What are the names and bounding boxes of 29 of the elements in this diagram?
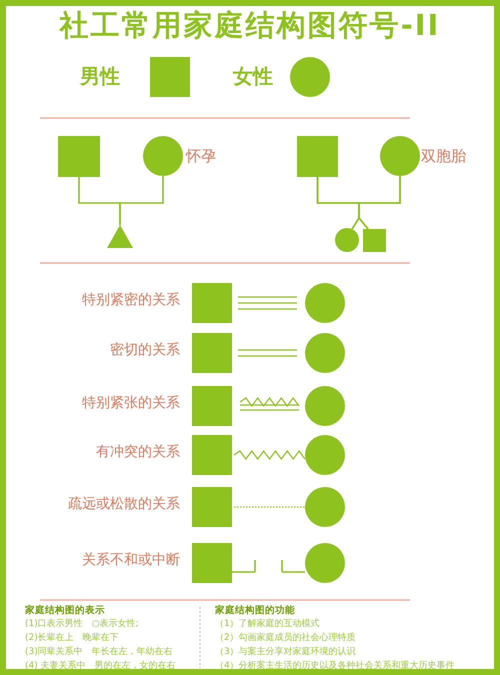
note-text: (2)长辈在上 晚辈在下 [25, 634, 119, 643]
symbol-label: 双胞胎 [421, 148, 466, 164]
family-line [119, 176, 164, 225]
symbol-label: 关系不和或中断 [82, 553, 180, 567]
zigzag-line [239, 396, 300, 411]
zigzag-line [234, 450, 306, 460]
symbol-label: 密切的关系 [110, 343, 180, 357]
note-text: （2）勾画家庭成员的社会心理特质 [215, 634, 356, 643]
symbol-label: 特别紧密的关系 [82, 293, 180, 307]
symbol-label: 男性 [80, 66, 120, 86]
section-heading: 家庭结构图的表示 [25, 606, 105, 616]
note-text: （4）分析案主生活的历史以及各种社会关系和重大历史事件 [215, 662, 455, 671]
triple-line [237, 296, 298, 310]
note-text: （1）了解家庭的互动模式 [215, 620, 320, 629]
broken-line [281, 559, 305, 573]
double-line [237, 349, 298, 357]
note-text: (1)口表示男性 ○表示女性; [25, 620, 139, 629]
note-text: (3)同辈关系中 年长在左，年幼在右 [25, 648, 173, 657]
broken-line [232, 559, 256, 573]
symbol-label: 疏远或松散的关系 [68, 497, 180, 511]
dotted-line [234, 506, 306, 508]
section-heading: 家庭结构图的功能 [215, 606, 295, 616]
note-text: (4) 夫妻关系中 男的在左，女的在右 [25, 662, 176, 671]
symbol-label: 有冲突的关系 [96, 445, 180, 459]
title: 社工常用家庭结构图符号-II [58, 7, 442, 44]
symbol-label: 特别紧张的关系 [82, 396, 180, 410]
note-text: （3）与案主分享对家庭环境的认识 [215, 648, 356, 657]
symbol-label: 怀孕 [186, 148, 216, 164]
symbol-label: 女性 [233, 66, 273, 86]
